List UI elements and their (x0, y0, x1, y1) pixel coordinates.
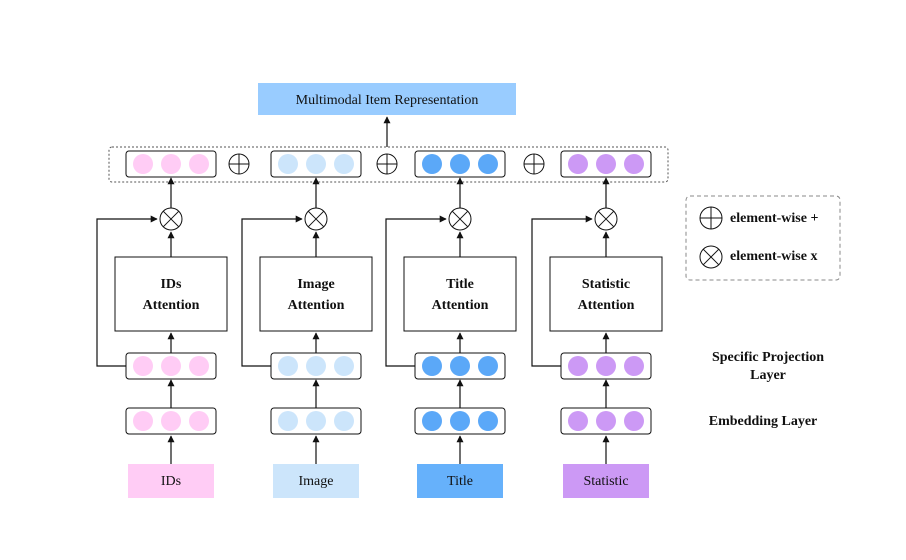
legend-times-label: element-wise x (730, 249, 817, 264)
fusion-plus-3 (523, 153, 545, 175)
column-title-attention-label-line2: Attention (432, 298, 489, 313)
column-statistic-fusion-dot-3 (624, 154, 644, 174)
column-statistic-embedding-dot-1 (568, 411, 588, 431)
column-image-input-label: Image (299, 474, 334, 489)
column-statistic-projection-dot-1 (568, 356, 588, 376)
column-title-projection-dot-1 (422, 356, 442, 376)
column-ids-fusion-dot-1 (133, 154, 153, 174)
column-statistic-residual-arrow (531, 215, 593, 367)
column-title-attention-box (403, 256, 517, 332)
column-statistic-input-box (563, 464, 649, 498)
column-statistic-projection-dot-3 (624, 356, 644, 376)
column-title-attention-label-line1: Title (446, 277, 474, 292)
column-image-residual-arrow (241, 215, 303, 367)
column-title-multiply-stroke-2 (451, 210, 469, 228)
column-title-projection-dot-2 (450, 356, 470, 376)
column-image-embedding-dot-2 (306, 411, 326, 431)
column-ids-attention-label-line1: IDs (160, 277, 182, 292)
column-statistic-multiply-stroke-2 (597, 210, 615, 228)
column-image-fusion-dot-1 (278, 154, 298, 174)
embedding-layer-label: Embedding Layer (709, 414, 818, 429)
column-image-projection-dot-3 (334, 356, 354, 376)
column-title-embedding-dot-3 (478, 411, 498, 431)
fusion-container (108, 146, 669, 183)
column-ids-input-box (128, 464, 214, 498)
column-ids-multiply-stroke-2 (162, 210, 180, 228)
column-image-fusion-dot-3 (334, 154, 354, 174)
fusion-plus-1 (228, 153, 250, 175)
legend-plus-label: element-wise + (730, 211, 818, 226)
column-statistic-embedding-dot-2 (596, 411, 616, 431)
column-image-attention-box (259, 256, 373, 332)
column-title-fusion-dot-2 (450, 154, 470, 174)
column-title-projection-dot-3 (478, 356, 498, 376)
legend-times-icon (699, 245, 723, 269)
column-statistic-fusion-dot-1 (568, 154, 588, 174)
column-statistic-embedding-dot-3 (624, 411, 644, 431)
column-title-fusion-dot-1 (422, 154, 442, 174)
column-ids-projection-dot-2 (161, 356, 181, 376)
column-ids-residual-arrow (96, 215, 158, 367)
column-ids-attention-box (114, 256, 228, 332)
column-title-input-label: Title (447, 474, 473, 489)
column-statistic-attention-label-line2: Attention (578, 298, 635, 313)
column-ids-embedding-dot-1 (133, 411, 153, 431)
fusion-plus-2 (376, 153, 398, 175)
column-image-attention-label-line1: Image (297, 277, 334, 292)
column-image-input-box (273, 464, 359, 498)
legend-plus-icon (699, 206, 723, 230)
legend-box (685, 195, 841, 281)
column-image-embedding-dot-1 (278, 411, 298, 431)
multimodal-item-representation-label: Multimodal Item Representation (296, 93, 479, 108)
column-image-embedding-dot-3 (334, 411, 354, 431)
column-ids-input-label: IDs (161, 474, 181, 489)
column-title-fusion-dot-3 (478, 154, 498, 174)
column-image-projection-dot-1 (278, 356, 298, 376)
column-statistic-attention-label-line1: Statistic (582, 277, 630, 292)
column-title-residual-arrow (385, 215, 447, 367)
column-image-fusion-dot-2 (306, 154, 326, 174)
column-statistic-fusion-dot-2 (596, 154, 616, 174)
column-ids-projection-dot-1 (133, 356, 153, 376)
column-ids-projection-dot-3 (189, 356, 209, 376)
column-statistic-input-label: Statistic (583, 474, 628, 489)
column-title-embedding-dot-2 (450, 411, 470, 431)
multimodal-item-representation-box (258, 83, 516, 115)
column-statistic-attention-box (549, 256, 663, 332)
column-ids-fusion-dot-2 (161, 154, 181, 174)
projection-layer-label-line2: Layer (750, 368, 786, 383)
column-image-attention-label-line2: Attention (288, 298, 345, 313)
column-image-multiply-stroke-2 (307, 210, 325, 228)
column-image-projection-dot-2 (306, 356, 326, 376)
column-statistic-projection-dot-2 (596, 356, 616, 376)
column-title-input-box (417, 464, 503, 498)
column-ids-embedding-dot-3 (189, 411, 209, 431)
projection-layer-label-line1: Specific Projection (712, 350, 824, 365)
column-title-embedding-dot-1 (422, 411, 442, 431)
column-ids-fusion-dot-3 (189, 154, 209, 174)
column-ids-embedding-dot-2 (161, 411, 181, 431)
column-ids-attention-label-line2: Attention (143, 298, 200, 313)
